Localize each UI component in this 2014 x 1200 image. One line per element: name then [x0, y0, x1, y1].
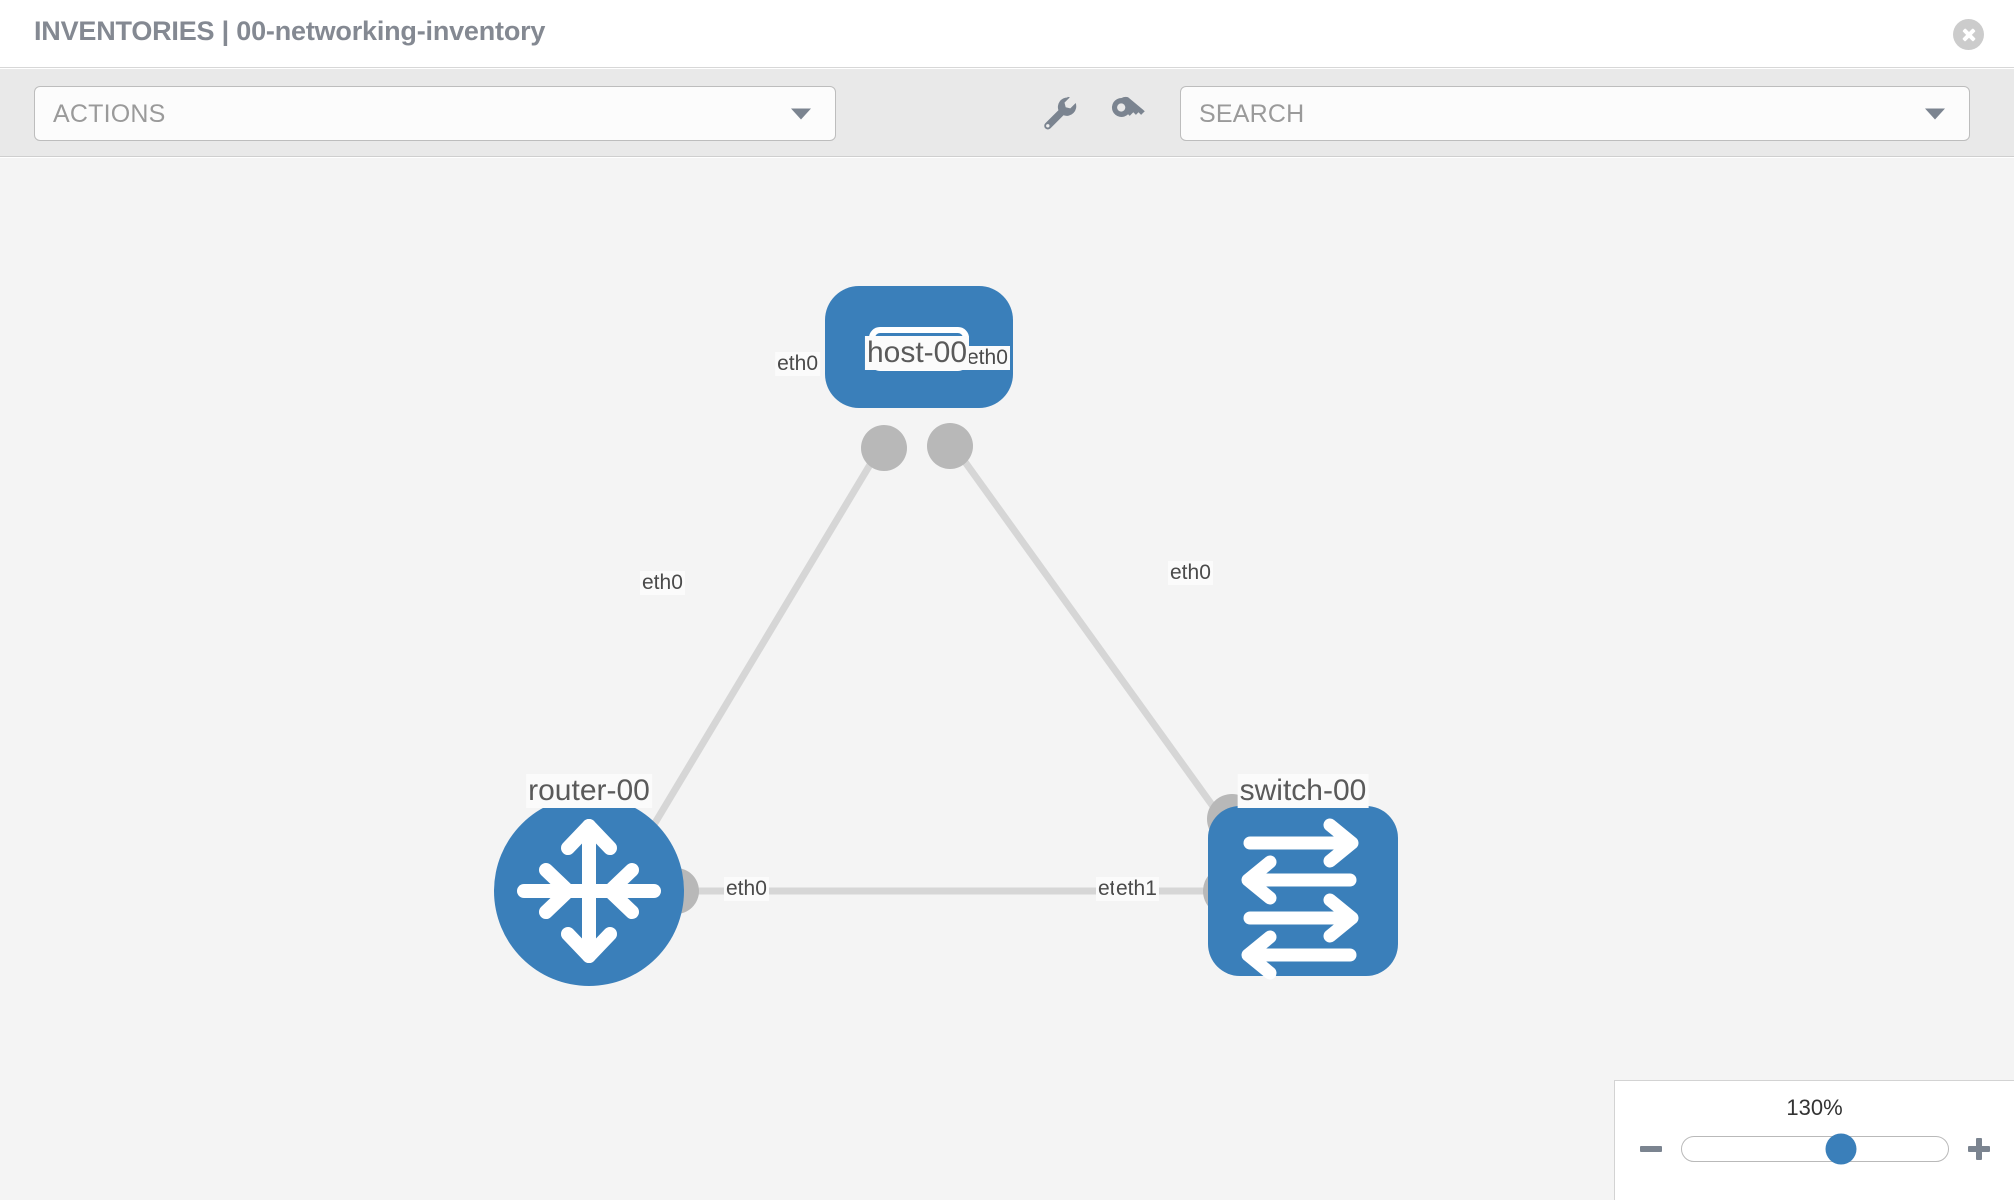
key-icon[interactable]	[1105, 91, 1149, 135]
close-icon[interactable]	[1953, 19, 1984, 50]
node-label-switch-00: switch-00	[1237, 774, 1369, 808]
interface-label: eth0	[1168, 561, 1213, 585]
node-switch-00	[1208, 806, 1398, 980]
topology-graph	[494, 286, 1398, 986]
chevron-down-icon	[791, 108, 811, 119]
search-placeholder: SEARCH	[1199, 100, 1305, 128]
link-host00-router00	[636, 444, 884, 852]
topology-canvas[interactable]: eth0 eth0 eth0 eth0 eth0 eth eth1 host-0…	[0, 158, 2014, 1200]
zoom-control-panel: 130%	[1614, 1080, 2014, 1200]
interface-label: eth0	[775, 352, 820, 376]
links-layer	[636, 444, 1247, 895]
search-input[interactable]: SEARCH	[1180, 86, 1970, 141]
interface-label: eth1	[1114, 877, 1159, 901]
page-header: INVENTORIES | 00-networking-inventory	[0, 0, 2014, 68]
toolbar: ACTIONS SEARCH	[0, 69, 2014, 157]
chevron-down-icon	[1925, 108, 1945, 119]
zoom-level-value: 130%	[1786, 1095, 1843, 1120]
actions-dropdown[interactable]: ACTIONS	[34, 86, 836, 141]
node-label-host-00: host-00	[864, 336, 970, 370]
zoom-slider[interactable]	[1680, 1133, 1949, 1165]
minus-icon[interactable]	[1635, 1133, 1667, 1165]
actions-dropdown-label: ACTIONS	[53, 100, 166, 128]
link-host00-switch00	[951, 444, 1247, 852]
interface-label: eth0	[724, 877, 769, 901]
interface-label: eth0	[965, 346, 1010, 370]
interface-host00-eth0-left	[861, 425, 907, 471]
node-label-router-00: router-00	[526, 774, 652, 808]
wrench-icon[interactable]	[1037, 91, 1081, 135]
node-router-00	[494, 796, 684, 986]
plus-icon[interactable]	[1963, 1133, 1995, 1165]
page-title: INVENTORIES | 00-networking-inventory	[34, 16, 546, 46]
zoom-slider-thumb[interactable]	[1825, 1133, 1857, 1165]
interface-label: eth0	[640, 571, 685, 595]
interface-host00-eth0-right	[927, 423, 973, 469]
